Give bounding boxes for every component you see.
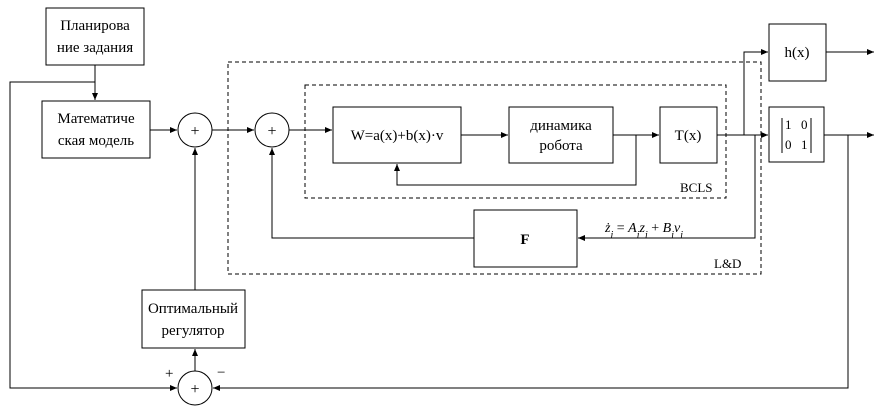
svg-text:F: F — [520, 232, 529, 248]
optimal-controller-block: Оптимальный регулятор — [141, 289, 246, 349]
svg-text:+: + — [190, 381, 199, 398]
linear-system-equation: żi = Aizi + Bivi — [604, 221, 683, 241]
sum-junction-3: + — [177, 370, 213, 406]
svg-text:0: 0 — [785, 137, 792, 152]
svg-text:+: + — [190, 123, 199, 140]
svg-text:+: + — [267, 123, 276, 140]
sum-junction-2: + — [254, 112, 290, 148]
svg-text:0: 0 — [801, 117, 808, 132]
svg-text:W=a(x)+b(x)·v: W=a(x)+b(x)·v — [351, 128, 444, 144]
robot-dynamics-block: динамика робота — [508, 106, 614, 164]
bcls-group-frame — [304, 84, 727, 199]
linearizer-block: W=a(x)+b(x)·v — [332, 106, 462, 164]
svg-text:ние задания: ние задания — [57, 40, 133, 56]
svg-text:1: 1 — [785, 117, 792, 132]
plus-sign: + — [165, 366, 173, 382]
output-to-sum3-arrow — [213, 135, 849, 391]
svg-text:Математиче: Математиче — [57, 111, 135, 127]
sum-junction-1: + — [177, 112, 213, 148]
svg-text:Планирова: Планирова — [60, 18, 130, 34]
ld-group-frame — [227, 61, 762, 275]
gain-to-sum2-arrow — [269, 148, 474, 239]
svg-text:1: 1 — [801, 137, 808, 152]
bcls-label: BCLS — [680, 180, 713, 195]
state-feedback-loop-arrow — [394, 135, 637, 186]
minus-sign: − — [217, 365, 225, 381]
reference-to-sum3-arrow — [9, 81, 177, 391]
svg-text:динамика: динамика — [530, 118, 592, 134]
task-planning-block: Планирова ние задания — [45, 7, 145, 66]
svg-text:T(x): T(x) — [675, 128, 702, 144]
svg-text:Оптимальный: Оптимальный — [148, 301, 238, 317]
selection-matrix-block: 1 0 0 1 — [768, 106, 825, 163]
transform-to-gain-arrow — [578, 135, 756, 241]
output-map-block: h(x) — [768, 23, 827, 82]
ld-label: L&D — [714, 256, 741, 271]
math-model-block: Математиче ская модель — [41, 100, 151, 159]
svg-text:робота: робота — [539, 138, 583, 154]
transform-to-hx-arrow — [743, 49, 768, 135]
svg-text:h(x): h(x) — [785, 45, 810, 61]
feedback-gain-block: F — [473, 209, 578, 268]
transform-block: T(x) — [659, 106, 718, 164]
svg-text:регулятор: регулятор — [162, 323, 225, 339]
svg-text:ская модель: ская модель — [58, 133, 134, 149]
